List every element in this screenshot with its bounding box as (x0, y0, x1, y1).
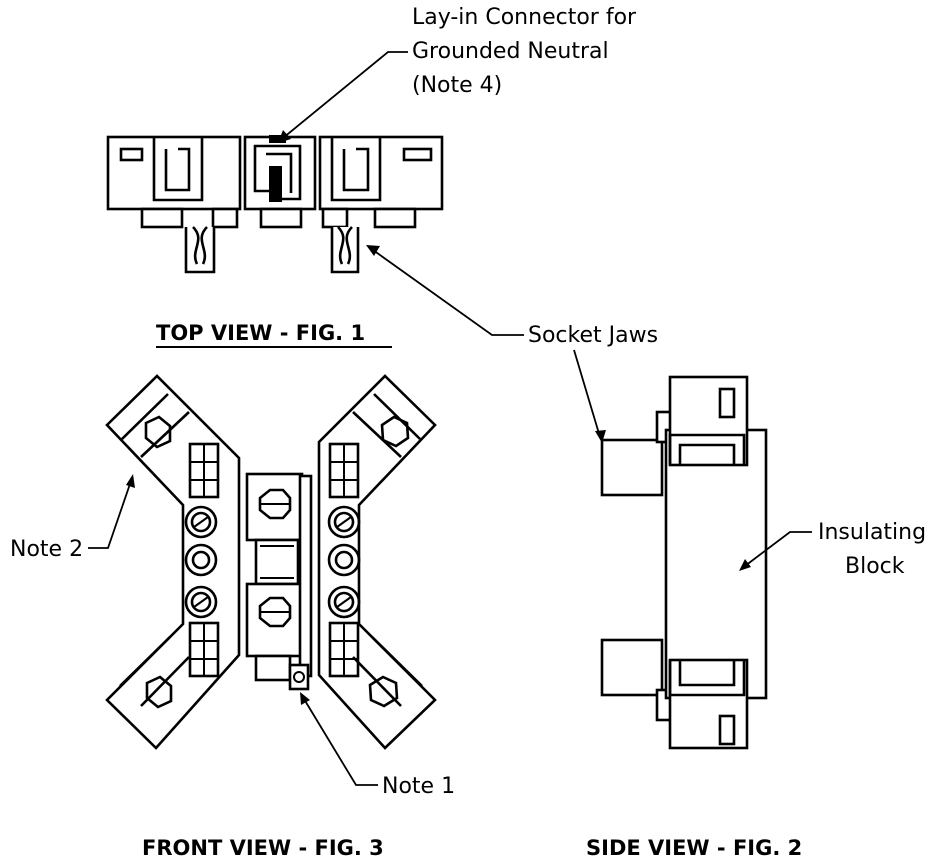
note2-arrowhead (126, 474, 135, 488)
note1-label: Note 1 (382, 774, 455, 799)
front-view-figure (105, 374, 437, 750)
side-view-figure (600, 375, 768, 750)
front-left-frame (105, 374, 241, 750)
front-left-screw-1 (184, 505, 218, 539)
leader-lines (88, 51, 812, 786)
top-right-jaw-inner (342, 147, 370, 192)
top-left-jaw-tab (184, 227, 216, 274)
front-left-washer (184, 543, 218, 577)
lay-in-arrowhead (278, 130, 291, 143)
front-center-note1-screw-head (293, 671, 305, 683)
socket-jaws-leader-side (573, 349, 601, 438)
top-left-jaw-inner (164, 147, 191, 192)
side-lower-jaw-inner (668, 660, 746, 697)
note1-arrowhead (300, 692, 310, 705)
side-upper-jaw-inner-2 (678, 443, 736, 465)
socket-jaws-arrowhead-top (366, 245, 380, 256)
lay-in-label-line1: Lay-in Connector for (412, 5, 637, 30)
front-left-lower-jaw-grid (190, 623, 218, 676)
front-left-screw-1-inner (190, 511, 212, 533)
insulating-leader (744, 531, 812, 567)
front-left-top-lug-lines (121, 393, 190, 458)
side-view-caption: SIDE VIEW - FIG. 2 (586, 836, 802, 860)
top-left-jaw-outer (152, 137, 204, 202)
front-right-screw-2 (327, 585, 361, 619)
front-right-top-hex (380, 415, 410, 448)
front-left-screw-2 (184, 585, 218, 619)
lay-in-label-line2: Grounded Neutral (412, 39, 609, 64)
front-left-screw-2-slot (193, 596, 209, 608)
top-right-jaw-outer (330, 137, 382, 202)
socket-jaws-leader-top (372, 249, 524, 336)
front-right-lower-jaw-grid (330, 623, 358, 676)
top-center-screw (269, 166, 282, 202)
front-left-screw-2-inner (190, 591, 212, 613)
front-center-middle-lines (260, 545, 294, 579)
note2-label: Note 2 (10, 537, 83, 562)
side-upper-jaw (600, 438, 664, 497)
side-lower-jaw (600, 638, 664, 697)
front-right-frame (317, 374, 437, 750)
top-right-slot (402, 147, 433, 162)
side-lower-slot (718, 714, 736, 746)
socket-jaws-arrowhead-side (595, 430, 606, 443)
front-right-washer-inner (334, 550, 354, 570)
top-left-jaw-spring (192, 226, 208, 265)
top-right-jaw-spring (337, 226, 353, 265)
front-right-top-lug-lines (352, 393, 421, 458)
front-right-screw-1-inner (333, 511, 355, 533)
front-center-base (254, 654, 292, 682)
side-upper-jaw-inner (668, 433, 746, 465)
lay-in-leader (282, 51, 408, 139)
front-view-caption: FRONT VIEW - FIG. 3 (142, 836, 384, 860)
note1-leader (303, 698, 378, 786)
top-left-slot (119, 147, 144, 162)
front-center-neutral-bar (298, 474, 313, 678)
front-center-lower-block (245, 582, 304, 658)
front-right-bottom-hex (368, 675, 399, 708)
front-right-screw-2-inner (333, 591, 355, 613)
front-center-lower-hex (258, 596, 292, 628)
side-lower-jaw-inner-2 (678, 660, 736, 687)
side-lower-housing (668, 658, 749, 750)
note2-leader (88, 480, 132, 549)
front-right-screw-2-slot (336, 596, 352, 608)
front-left-upper-jaw-grid (190, 444, 218, 497)
top-view-figure (106, 135, 444, 274)
front-right-screw-1-slot (336, 516, 352, 528)
front-left-bottom-hex (145, 675, 173, 709)
top-right-base (321, 207, 349, 229)
socket-jaws-label: Socket Jaws (528, 323, 658, 348)
side-insulating-block (664, 428, 768, 700)
front-center-note1-screw (288, 663, 310, 691)
insulating-label-line1: Insulating (818, 520, 926, 545)
top-center-arrow-target (269, 135, 286, 143)
front-center-upper-hex (258, 488, 292, 520)
front-left-washer-inner (191, 550, 211, 570)
top-center-base (259, 207, 303, 229)
front-left-screw-1-slot (193, 516, 209, 528)
front-center-upper-block (245, 472, 304, 542)
top-view-caption: TOP VIEW - FIG. 1 (156, 321, 365, 345)
top-left-base-2 (211, 207, 239, 229)
side-upper-slot (718, 387, 736, 419)
front-right-upper-jaw-grid (330, 444, 358, 497)
top-right-base-2 (373, 207, 417, 229)
insulating-label-line2: Block (845, 554, 905, 579)
side-upper-housing (668, 375, 749, 467)
front-left-top-hex (144, 415, 172, 449)
front-right-screw-1 (327, 505, 361, 539)
lay-in-label-line3: (Note 4) (412, 73, 502, 98)
top-left-base (140, 207, 184, 229)
top-right-jaw-tab (330, 227, 360, 274)
top-center-lay-in-inner (266, 152, 293, 193)
insulating-arrowhead (739, 559, 751, 571)
front-right-washer (327, 543, 361, 577)
